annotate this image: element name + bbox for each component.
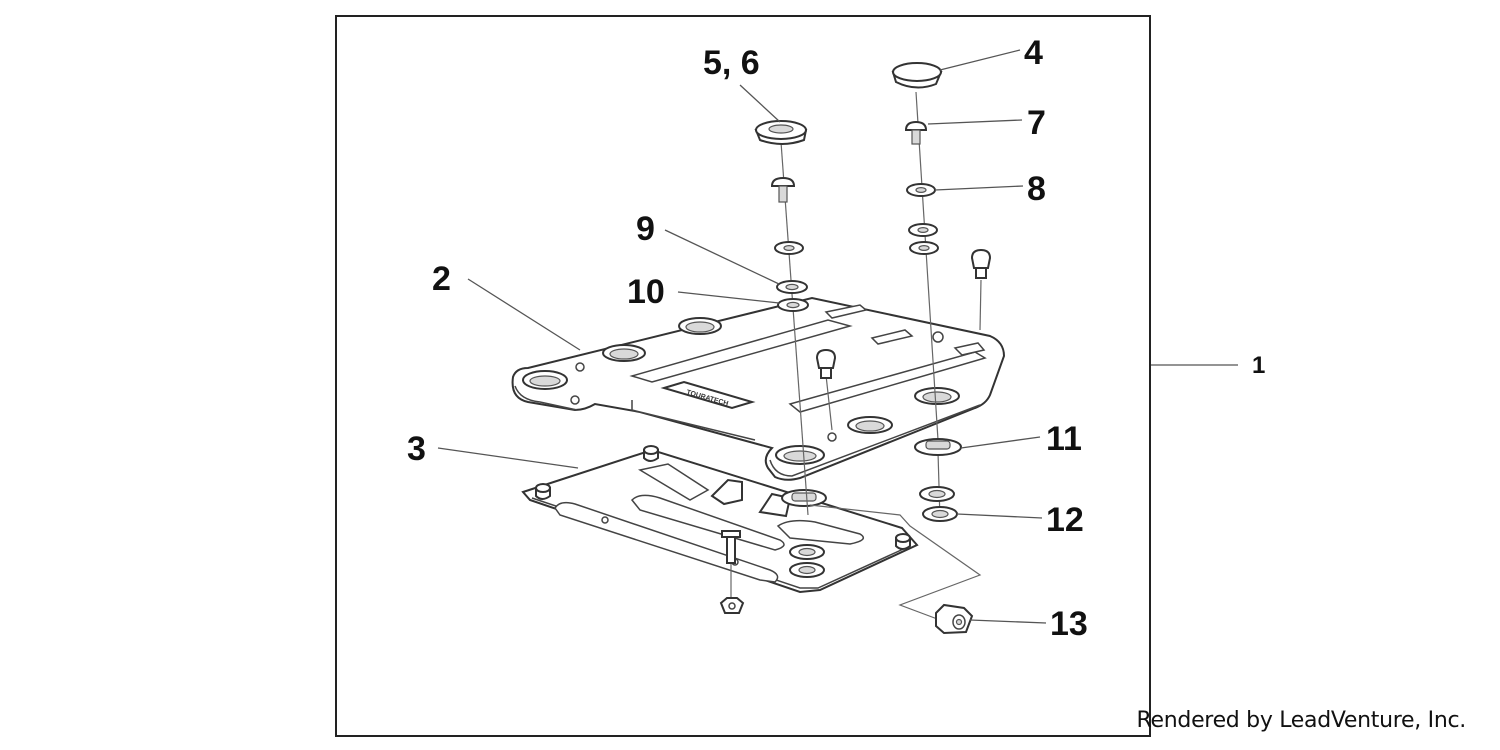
callout-12: 12: [1046, 501, 1084, 539]
callout-4: 4: [1024, 34, 1043, 72]
leader-4: [939, 49, 1021, 71]
right-fastener-stack: [891, 62, 943, 441]
part-12-grommets: [919, 486, 958, 522]
part-spacer-knob-right: [970, 248, 992, 331]
part-bolt-nut-lower: [719, 530, 745, 614]
left-fastener-stack: [754, 120, 809, 516]
leader-7: [927, 119, 1023, 125]
callout-10: 10: [627, 273, 665, 311]
render-credit: Rendered by LeadVenture, Inc.: [1136, 708, 1467, 733]
callout-1: 1: [1252, 352, 1265, 379]
leader-3: [437, 447, 579, 469]
leader-8: [934, 185, 1024, 191]
callout-2: 2: [432, 260, 451, 298]
diagram-frame: [335, 15, 1151, 737]
leader-11: [960, 436, 1041, 449]
callout-56: 5, 6: [703, 44, 760, 82]
leader-12: [956, 513, 1043, 519]
callout-11: 11: [1046, 420, 1082, 458]
leader-56: [739, 84, 781, 123]
part-3-base-plate: [521, 445, 919, 594]
callout-9: 9: [636, 210, 655, 248]
leader-10: [677, 291, 780, 304]
callout-13: 13: [1050, 605, 1088, 643]
leader-2: [467, 278, 581, 351]
callout-3: 3: [407, 430, 426, 468]
part-2-rack-plate: TOURATECH: [511, 296, 1006, 481]
leader-9: [664, 229, 780, 285]
part-spacer-knob-mid: [815, 348, 837, 431]
callout-8: 8: [1027, 170, 1046, 208]
part-13-nut: [809, 504, 982, 635]
leader-13: [969, 619, 1047, 624]
part-11-rubber-pad: [914, 438, 962, 521]
callout-7: 7: [1027, 104, 1046, 142]
